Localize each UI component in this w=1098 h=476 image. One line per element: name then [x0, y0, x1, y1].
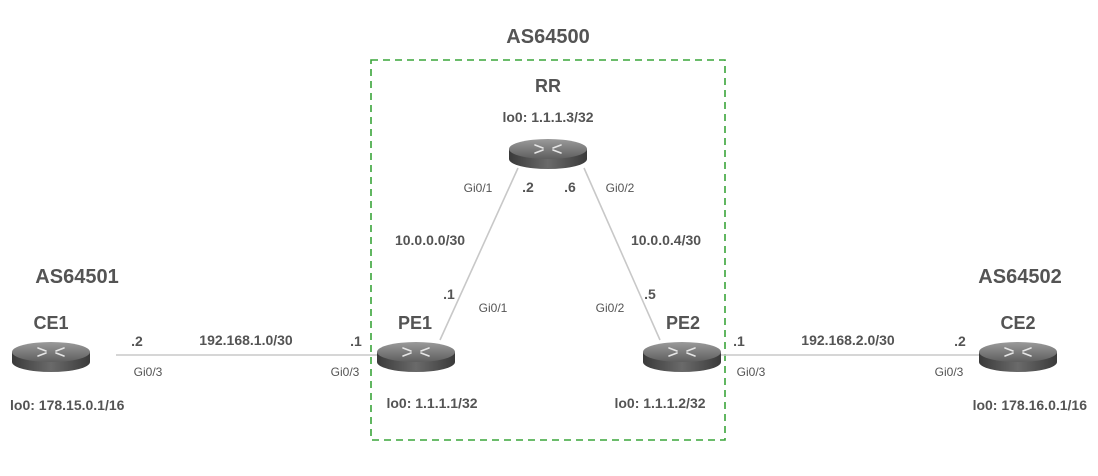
iface-ce1-gi03: Gi0/3: [134, 365, 163, 379]
host-pe1-link2: .1: [443, 286, 455, 302]
router-pe1-icon[interactable]: [376, 341, 456, 373]
subnet-ce1-pe1: 192.168.1.0/30: [199, 332, 293, 348]
router-pe2-icon[interactable]: [642, 341, 722, 373]
subnet-rr-pe2: 10.0.0.4/30: [631, 232, 701, 248]
subnet-pe2-ce2: 192.168.2.0/30: [801, 332, 895, 348]
router-ce1-icon[interactable]: [11, 341, 91, 373]
router-rr-icon[interactable]: [508, 138, 588, 170]
as64500-boundary: [370, 59, 726, 441]
host-ce2-link4: .2: [954, 333, 966, 349]
router-pe1-loopback: lo0: 1.1.1.1/32: [386, 395, 477, 411]
iface-rr-gi01: Gi0/1: [464, 181, 493, 195]
as-label-left: AS64501: [35, 266, 118, 288]
iface-pe2-gi02: Gi0/2: [596, 301, 625, 315]
iface-pe1-gi01: Gi0/1: [479, 301, 508, 315]
router-ce1-name: CE1: [33, 313, 68, 333]
host-rr-link3: .6: [564, 179, 576, 195]
iface-rr-gi02: Gi0/2: [606, 181, 635, 195]
iface-ce2-gi03: Gi0/3: [935, 365, 964, 379]
router-ce2-loopback: lo0: 178.16.0.1/16: [973, 397, 1088, 413]
link-pe1-rr: [439, 167, 519, 341]
link-rr-pe2: [583, 167, 661, 341]
router-ce2-icon[interactable]: [978, 341, 1058, 373]
router-ce1-loopback: lo0: 178.15.0.1/16: [10, 397, 125, 413]
host-pe1-link1: .1: [350, 333, 362, 349]
host-ce1-link1: .2: [131, 333, 143, 349]
router-pe2-name: PE2: [666, 313, 700, 333]
iface-pe2-gi03: Gi0/3: [737, 365, 766, 379]
router-rr-name: RR: [535, 76, 561, 96]
as-label-core: AS64500: [506, 26, 589, 48]
host-pe2-link4: .1: [733, 333, 745, 349]
iface-pe1-gi03: Gi0/3: [331, 365, 360, 379]
router-pe2-loopback: lo0: 1.1.1.2/32: [614, 395, 705, 411]
host-rr-link2: .2: [522, 179, 534, 195]
host-pe2-link3: .5: [644, 286, 656, 302]
subnet-pe1-rr: 10.0.0.0/30: [395, 232, 465, 248]
router-pe1-name: PE1: [398, 313, 432, 333]
router-ce2-name: CE2: [1000, 313, 1035, 333]
as-label-right: AS64502: [978, 266, 1061, 288]
router-rr-loopback: lo0: 1.1.1.3/32: [502, 109, 593, 125]
